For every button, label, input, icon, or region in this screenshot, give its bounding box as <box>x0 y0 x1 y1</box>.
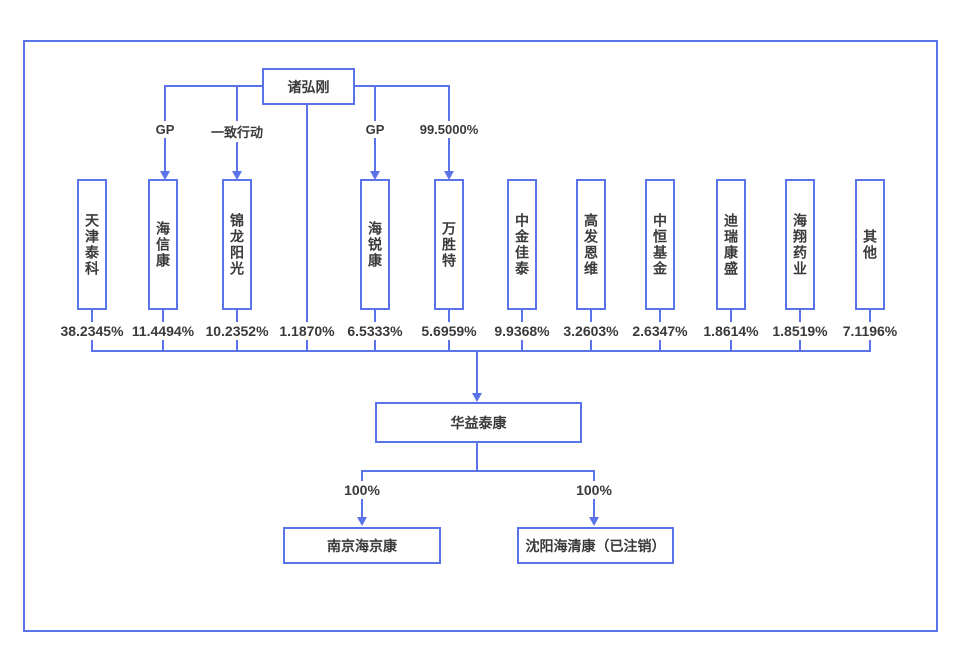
arrowhead-down-icon <box>232 171 242 180</box>
ownership-pct-label: 11.4494% <box>129 322 197 340</box>
shareholder-node: 天津泰科 <box>77 179 107 310</box>
shareholder-node: 海翔药业 <box>785 179 815 310</box>
arrowhead-down-icon <box>160 171 170 180</box>
shareholder-node: 海信康 <box>148 179 178 310</box>
ownership-pct-label-root-direct: 1.1870% <box>277 322 337 340</box>
ownership-pct-label: 10.2352% <box>203 322 271 340</box>
shareholder-node: 海锐康 <box>360 179 390 310</box>
subsidiary-node: 南京海京康 <box>283 527 441 564</box>
shareholder-node: 中金佳泰 <box>507 179 537 310</box>
edge-label-gp-right: GP <box>362 121 388 138</box>
edge-line <box>476 443 478 472</box>
shareholder-node: 锦龙阳光 <box>222 179 252 310</box>
company-node-label: 华益泰康 <box>450 414 507 431</box>
subsidiary-pct-label-right: 100% <box>573 481 615 499</box>
subsidiary-pct-label-left: 100% <box>341 481 383 499</box>
shareholder-node: 高发恩维 <box>576 179 606 310</box>
shareholding-bus-line <box>91 350 871 352</box>
arrowhead-down-icon <box>589 517 599 526</box>
ownership-pct-label: 9.9368% <box>492 322 552 340</box>
root-node: 诸弘刚 <box>262 68 355 105</box>
shareholder-node: 万胜特 <box>434 179 464 310</box>
ownership-pct-label: 1.8519% <box>770 322 830 340</box>
edge-label-wanshengte-pct: 99.5000% <box>416 121 482 138</box>
arrowhead-down-icon <box>370 171 380 180</box>
arrowhead-down-icon <box>472 393 482 402</box>
edge-line <box>361 470 595 472</box>
edge-line <box>306 105 308 352</box>
ownership-pct-label: 5.6959% <box>419 322 479 340</box>
ownership-pct-label: 6.5333% <box>345 322 405 340</box>
shareholder-node: 迪瑞康盛 <box>716 179 746 310</box>
arrowhead-down-icon <box>357 517 367 526</box>
shareholder-node: 其他 <box>855 179 885 310</box>
arrowhead-down-icon <box>444 171 454 180</box>
ownership-pct-label: 38.2345% <box>58 322 126 340</box>
edge-line <box>476 350 478 394</box>
shareholder-node: 中恒基金 <box>645 179 675 310</box>
subsidiary-node: 沈阳海清康（已注销） <box>517 527 674 564</box>
ownership-pct-label: 3.2603% <box>561 322 621 340</box>
edge-line <box>164 85 264 87</box>
ownership-pct-label: 2.6347% <box>630 322 690 340</box>
root-node-label: 诸弘刚 <box>287 78 330 95</box>
subsidiary-node-label: 沈阳海清康（已注销） <box>525 537 666 554</box>
subsidiary-node-label: 南京海京康 <box>327 537 397 554</box>
company-node: 华益泰康 <box>375 402 582 443</box>
edge-line <box>354 85 450 87</box>
ownership-pct-label: 1.8614% <box>701 322 761 340</box>
ownership-pct-label: 7.1196% <box>840 322 900 340</box>
edge-label-concerted-action: 一致行动 <box>207 121 267 142</box>
edge-label-gp-left: GP <box>152 121 178 138</box>
